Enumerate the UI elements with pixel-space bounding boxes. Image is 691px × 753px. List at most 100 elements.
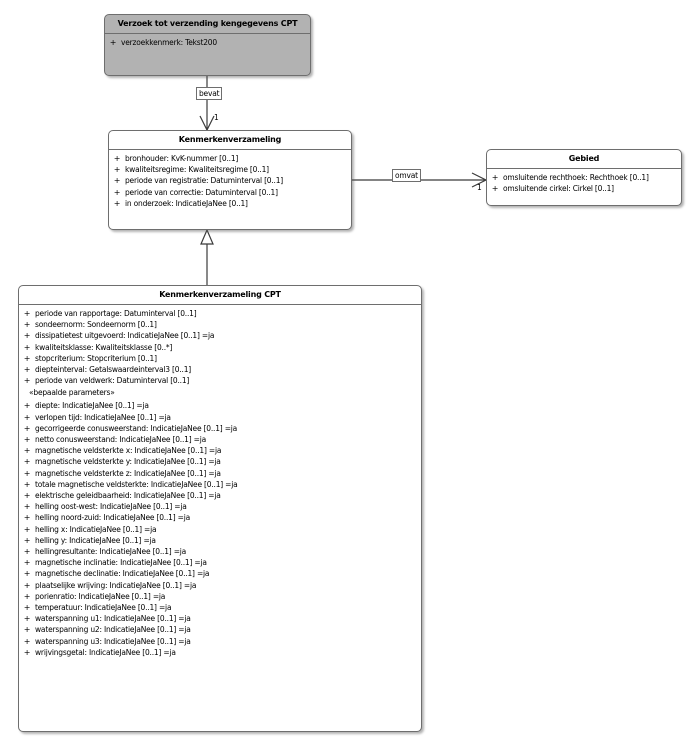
visibility-marker: +: [23, 468, 31, 478]
attribute-signature: helling noord-zuid: IndicatieJaNee [0..1…: [35, 513, 191, 523]
visibility-marker: +: [23, 603, 31, 613]
attribute-signature: kwaliteitsregime: Kwaliteitsregime [0..1…: [125, 165, 269, 175]
attribute-signature: verzoekkenmerk: Tekst200: [121, 38, 217, 47]
edge-label-omvat: omvat: [392, 169, 421, 182]
class-attribute-row: + waterspanning u2: IndicatieJaNee [0..1]…: [19, 624, 421, 635]
visibility-marker: +: [23, 401, 31, 411]
class-attribute-row: + bronhouder: KvK-nummer [0..1]: [109, 153, 351, 164]
class-attribute-row: +hellingresultante: IndicatieJaNee [0..1…: [19, 546, 421, 557]
visibility-marker: +: [23, 331, 31, 341]
class-attribute-row: +verlopen tijd: IndicatieJaNee [0..1] =j…: [19, 412, 421, 423]
visibility-marker: +: [23, 435, 31, 445]
attribute-signature: sondeernorm: Sondeernorm [0..1]: [35, 320, 157, 330]
class-attribute-row: + diepte: IndicatieJaNee [0..1] =ja: [19, 400, 421, 411]
attribute-signature: plaatselijke wrijving: IndicatieJaNee [0…: [35, 580, 197, 590]
class-attribute-row: + totale magnetische veldsterkte: Indicat…: [19, 479, 421, 490]
class-title: Kenmerkenverzameling CPT: [19, 286, 421, 305]
attribute-signature: helling oost-west: IndicatieJaNee [0..1]…: [35, 502, 187, 512]
visibility-marker: +: [23, 547, 31, 557]
visibility-marker: +: [23, 625, 31, 635]
visibility-marker: +: [23, 365, 31, 375]
class-box-kenmerkenverzameling[interactable]: Kenmerkenverzameling + bronhouder: KvK-n…: [108, 130, 352, 230]
visibility-marker: +: [23, 535, 31, 545]
attribute-signature: helling y: IndicatieJaNee [0..1] =ja: [35, 535, 156, 545]
attribute-signature: omsluitende cirkel: Cirkel [0..1]: [503, 184, 614, 194]
visibility-marker: +: [23, 423, 31, 433]
visibility-marker: +: [23, 479, 31, 489]
attribute-signature: verlopen tijd: IndicatieJaNee [0..1] =ja: [35, 412, 171, 422]
class-attribute-row: +gecorrigeerde conusweerstand: Indicatie…: [19, 423, 421, 434]
visibility-marker: +: [23, 524, 31, 534]
visibility-marker: +: [113, 165, 121, 175]
class-attribute-row: + periode van registratie: Datuminterval…: [109, 175, 351, 186]
attribute-stereotype-row: «bepaalde parameters»: [19, 386, 421, 400]
class-attribute-row: +magnetische veldsterkte x: IndicatieJaN…: [19, 445, 421, 456]
class-title: Kenmerkenverzameling: [109, 131, 351, 150]
class-box-kenmerkenverzameling-cpt[interactable]: Kenmerkenverzameling CPT + periode van ra…: [18, 285, 422, 732]
class-attributes: + verzoekkenmerk: Tekst200: [105, 34, 310, 51]
attribute-signature: magnetische inclinatie: IndicatieJaNee […: [35, 558, 207, 568]
attribute-signature: waterspanning u2: IndicatieJaNee [0..1] …: [35, 625, 191, 635]
class-attributes: + periode van rapportage: Datuminterval […: [19, 305, 421, 661]
visibility-marker: +: [113, 176, 121, 186]
visibility-marker: +: [113, 198, 121, 208]
class-attributes: + bronhouder: KvK-nummer [0..1] + kwalit…: [109, 150, 351, 212]
attribute-signature: magnetische veldsterkte z: IndicatieJaNe…: [35, 468, 221, 478]
class-attribute-row: + sondeernorm: Sondeernorm [0..1]: [19, 319, 421, 330]
class-attribute-row: + omsluitende cirkel: Cirkel [0..1]: [487, 183, 681, 194]
attribute-signature: temperatuur: IndicatieJaNee [0..1] =ja: [35, 603, 172, 613]
attribute-signature: totale magnetische veldsterkte: Indicati…: [35, 479, 238, 489]
class-attribute-row: + netto conusweerstand: IndicatieJaNee [0…: [19, 434, 421, 445]
attribute-signature: magnetische veldsterkte x: IndicatieJaNe…: [35, 446, 222, 456]
visibility-marker: +: [23, 591, 31, 601]
attribute-signature: diepte: IndicatieJaNee [0..1] =ja: [35, 401, 149, 411]
class-attribute-row: +helling x: IndicatieJaNee [0..1] =ja: [19, 524, 421, 535]
attribute-signature: kwaliteitsklasse: Kwaliteitsklasse [0..*…: [35, 342, 173, 352]
visibility-marker: +: [23, 636, 31, 646]
visibility-marker: +: [113, 187, 121, 197]
attribute-signature: dissipatietest uitgevoerd: IndicatieJaNe…: [35, 331, 215, 341]
visibility-marker: +: [23, 502, 31, 512]
attribute-signature: diepteinterval: Getalswaardeinterval3 [0…: [35, 365, 191, 375]
class-attribute-row: + stopcriterium: Stopcriterium [0..1]: [19, 353, 421, 364]
attribute-signature: magnetische veldsterkte y: IndicatieJaNe…: [35, 457, 221, 467]
class-attribute-row: +kwaliteitsklasse: Kwaliteitsklasse [0..…: [19, 342, 421, 353]
attribute-signature: wrijvingsgetal: IndicatieJaNee [0..1] =j…: [35, 647, 176, 657]
visibility-marker: +: [23, 353, 31, 363]
visibility-marker: +: [23, 647, 31, 657]
visibility-marker: +: [23, 320, 31, 330]
attribute-signature: stopcriterium: Stopcriterium [0..1]: [35, 353, 157, 363]
edge-label-bevat: bevat: [196, 87, 223, 100]
class-attribute-row: + omsluitende rechthoek: Rechthoek [0..1…: [487, 172, 681, 183]
attribute-signature: waterspanning u1: IndicatieJaNee [0..1] …: [35, 614, 191, 624]
class-attribute-row: +elektrische geleidbaarheid: IndicatieJa…: [19, 490, 421, 501]
class-attribute-row: + wrijvingsgetal: IndicatieJaNee [0..1] =…: [19, 647, 421, 658]
class-box-verzoek[interactable]: Verzoek tot verzending kengegevens CPT +…: [104, 14, 311, 76]
class-attribute-row: + periode van rapportage: Datuminterval […: [19, 308, 421, 319]
attribute-signature: magnetische declinatie: IndicatieJaNee […: [35, 569, 210, 579]
attribute-signature: netto conusweerstand: IndicatieJaNee [0.…: [35, 435, 206, 445]
arrowhead-generalisatie: [200, 228, 214, 245]
class-attribute-row: + dissipatietest uitgevoerd: IndicatieJaN…: [19, 330, 421, 341]
visibility-marker: +: [491, 173, 499, 182]
visibility-marker: +: [23, 513, 31, 523]
class-attributes: + omsluitende rechthoek: Rechthoek [0..1…: [487, 169, 681, 197]
class-attribute-row: +plaatselijke wrijving: IndicatieJaNee […: [19, 580, 421, 591]
attribute-signature: periode van veldwerk: Datuminterval [0..…: [35, 376, 190, 386]
attribute-signature: «bepaalde parameters»: [29, 388, 115, 398]
visibility-marker: +: [113, 154, 121, 163]
attribute-signature: waterspanning u3: IndicatieJaNee [0..1] …: [35, 636, 191, 646]
class-attribute-row: +magnetische inclinatie: IndicatieJaNee …: [19, 557, 421, 568]
visibility-marker: +: [23, 376, 31, 386]
attribute-signature: periode van rapportage: Datuminterval [0…: [35, 309, 197, 318]
class-box-gebied[interactable]: Gebied + omsluitende rechthoek: Rechthoe…: [486, 149, 682, 206]
class-attribute-row: + diepteinterval: Getalswaardeinterval3 […: [19, 364, 421, 375]
attribute-signature: porienratio: IndicatieJaNee [0..1] =ja: [35, 591, 166, 601]
attribute-signature: in onderzoek: IndicatieJaNee [0..1]: [125, 198, 248, 208]
visibility-marker: +: [23, 457, 31, 467]
class-attribute-row: + verzoekkenmerk: Tekst200: [105, 37, 310, 48]
class-attribute-row: + waterspanning u3: IndicatieJaNee [0..1]…: [19, 636, 421, 647]
visibility-marker: +: [109, 38, 117, 47]
class-attribute-row: + porienratio: IndicatieJaNee [0..1] =ja: [19, 591, 421, 602]
visibility-marker: +: [23, 309, 31, 318]
